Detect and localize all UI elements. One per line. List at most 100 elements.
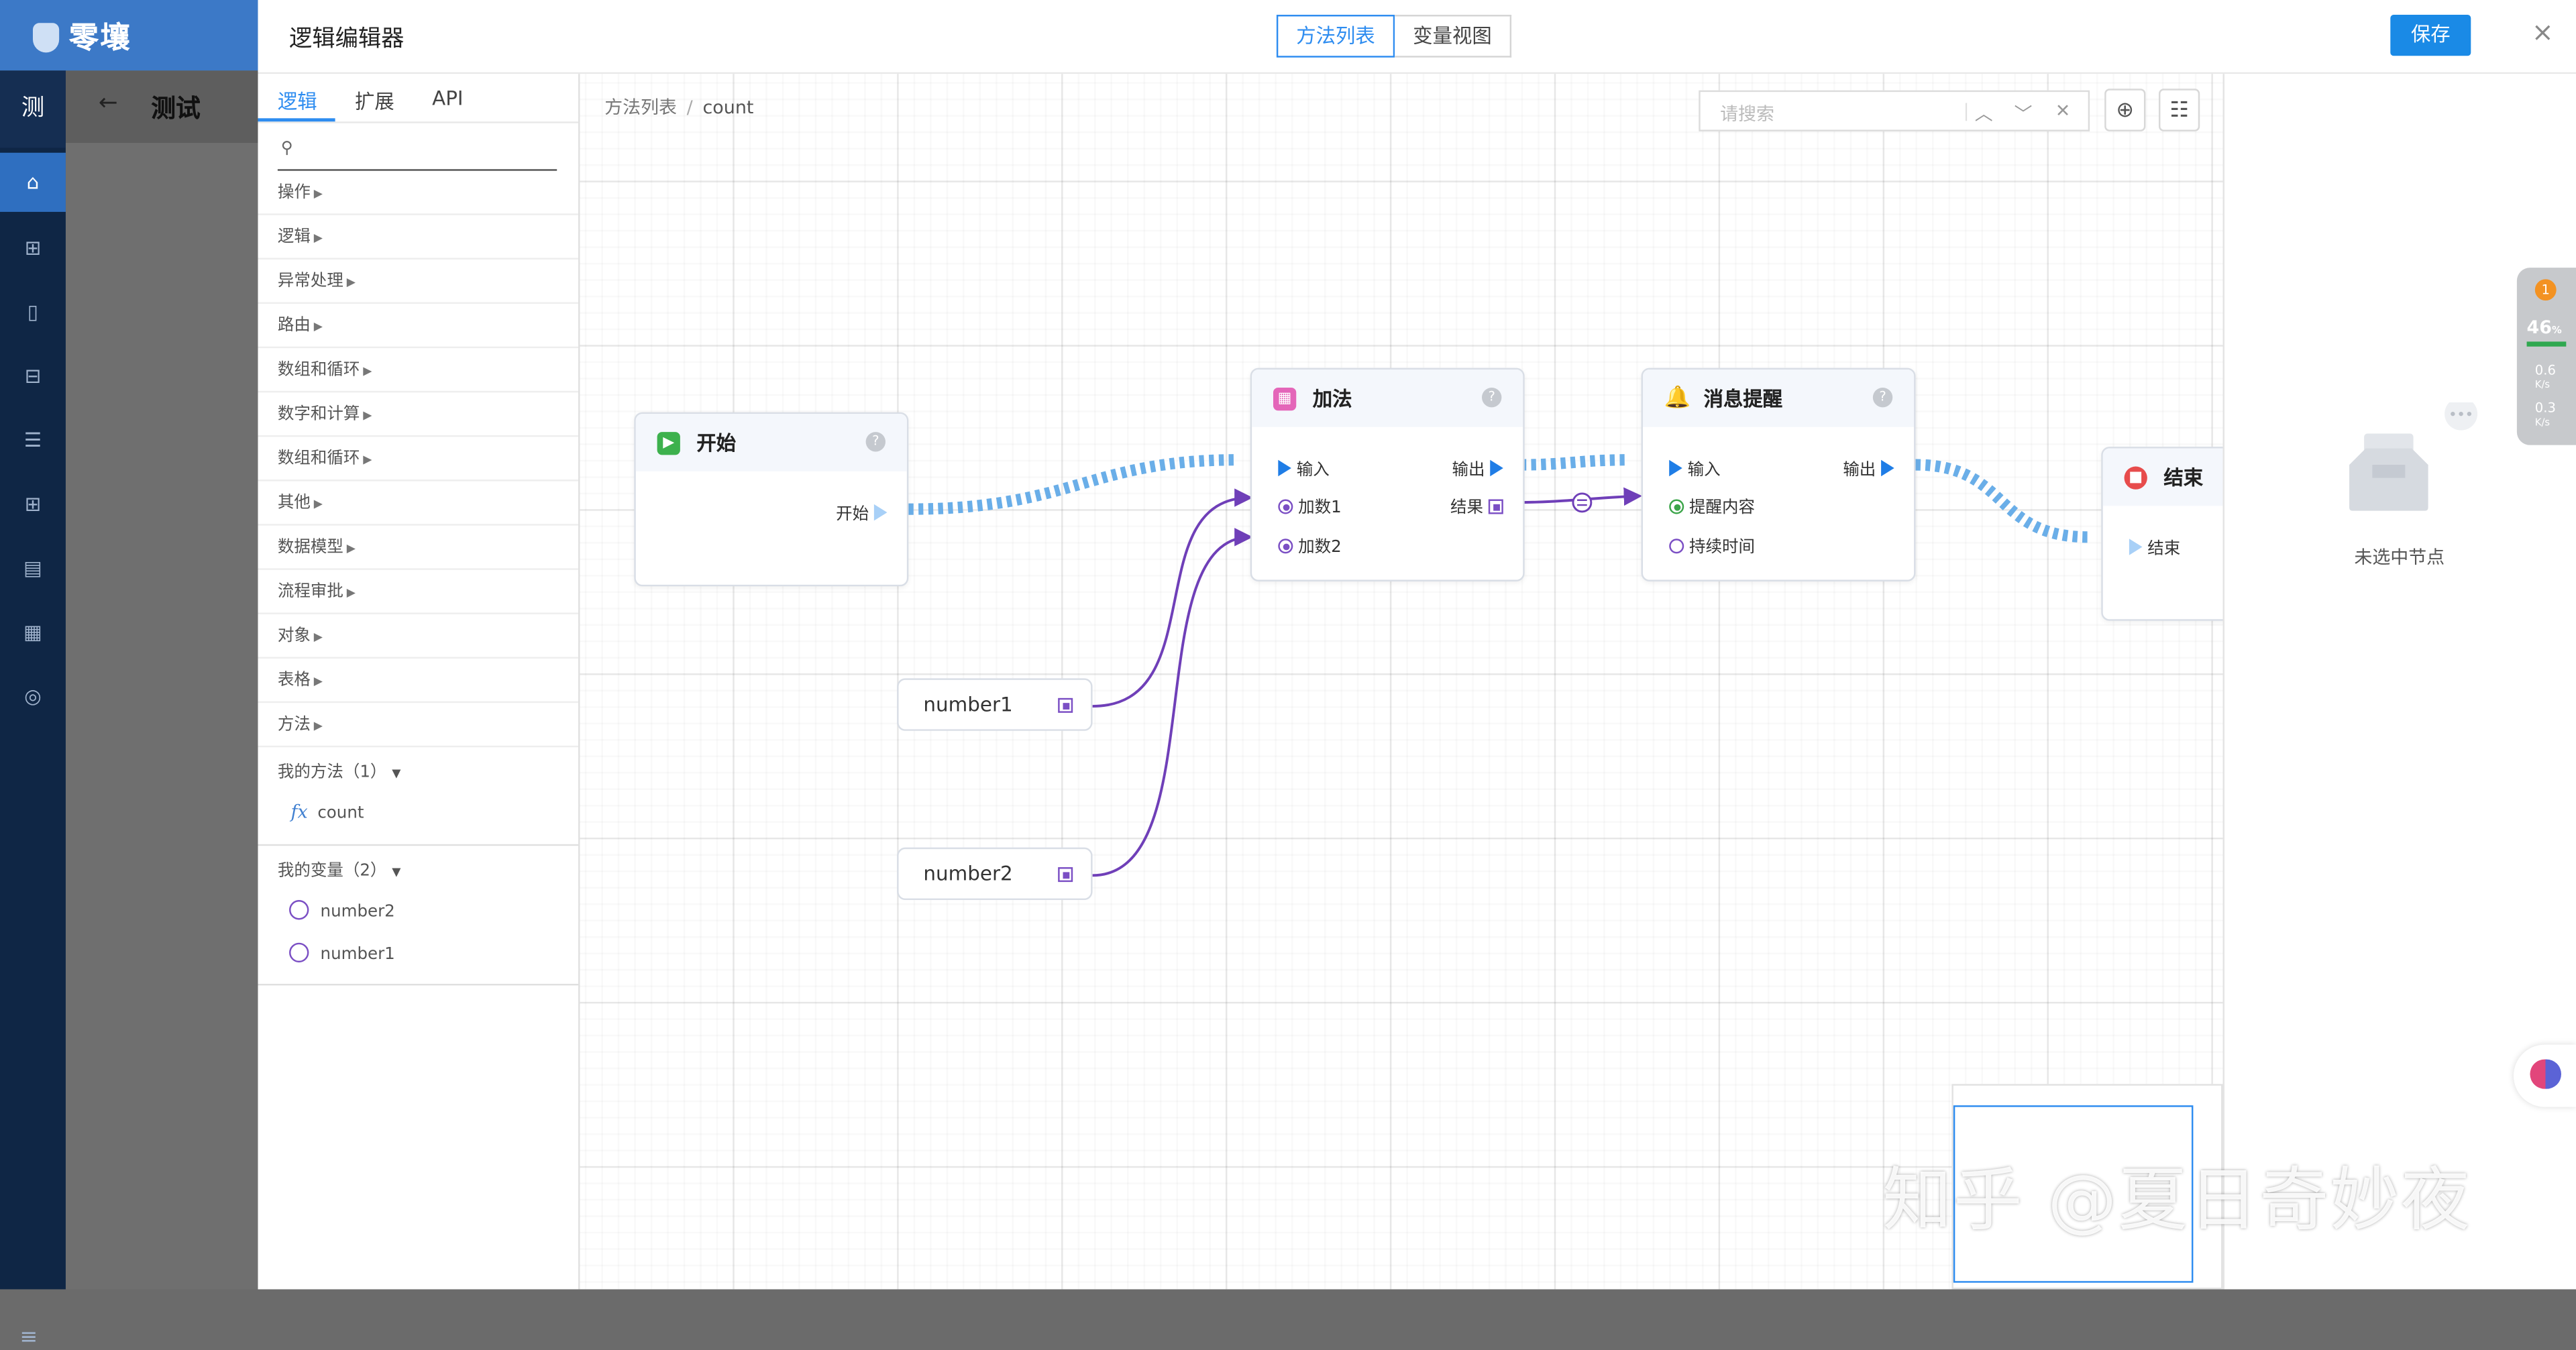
flow-link-add-notify [1521, 454, 1628, 471]
node-title: 开始 [696, 432, 737, 455]
my-variables-header[interactable]: 我的变量（2） ▼ [277, 862, 401, 881]
minimap-viewport[interactable] [1953, 1105, 2194, 1283]
connections-layer [908, 454, 2088, 877]
node-add[interactable]: ▦ 加法 ? 输入 输出 加数1 结果 加数2 [1250, 368, 1525, 581]
node-variable-number1[interactable]: number1 [897, 678, 1093, 731]
close-icon[interactable]: ✕ [2055, 100, 2071, 122]
back-arrow-icon[interactable]: ← [98, 90, 118, 117]
plus-square-icon[interactable]: ⊞ [24, 236, 42, 260]
tab-logic[interactable]: 逻辑 [277, 90, 317, 113]
assistant-button[interactable] [2513, 1044, 2576, 1107]
variable-item-number1[interactable]: number1 [289, 942, 395, 964]
node-start[interactable]: ▶ 开始 ? 开始 [634, 412, 909, 587]
form-icon[interactable]: ▦ [23, 620, 42, 644]
category-object[interactable]: 对象▶ [258, 614, 579, 659]
category-operation[interactable]: 操作▶ [258, 171, 579, 215]
category-math[interactable]: 数字和计算▶ [258, 392, 579, 437]
port-add-result[interactable]: 结果 [1450, 493, 1503, 517]
category-array-loop[interactable]: 数组和循环▶ [258, 348, 579, 393]
canvas-search-input[interactable]: 请搜索 | ︿ ﹀ ✕ [1699, 90, 2090, 131]
modal-title: 逻辑编辑器 [289, 26, 405, 53]
port-notify-in[interactable]: 输入 [1669, 455, 1721, 480]
chevron-down-icon[interactable]: ﹀ [2014, 103, 2033, 125]
node-end[interactable]: ■ 结束 结束 [2101, 447, 2223, 621]
watermark: 知乎 @夏日奇妙夜 [1882, 1159, 2472, 1240]
port-notify-content[interactable]: 提醒内容 [1669, 493, 1755, 517]
minimap[interactable] [1951, 1084, 2223, 1290]
tab-variable-view[interactable]: 变量视图 [1395, 15, 1512, 58]
caret-right-icon: ▶ [363, 408, 372, 423]
my-methods-header[interactable]: 我的方法（1） ▼ [277, 763, 401, 782]
divider [258, 844, 579, 846]
active-tab-indicator [258, 118, 335, 122]
variable-item-number2[interactable]: number2 [289, 900, 395, 921]
node-title: 消息提醒 [1703, 387, 1783, 411]
flow-canvas[interactable]: 方法列表/count 请搜索 | ︿ ﹀ ✕ ⊕ ☷ [580, 74, 2223, 1290]
save-button[interactable]: 保存 [2390, 15, 2471, 56]
category-approval[interactable]: 流程审批▶ [258, 570, 579, 614]
inbox-icon[interactable]: ⊟ [24, 364, 42, 388]
flow-out-icon [873, 504, 888, 521]
home-icon[interactable]: ⌂ [0, 152, 66, 212]
table-icon[interactable]: ▤ [23, 557, 42, 580]
caret-right-icon: ▶ [313, 320, 323, 334]
port-notify-duration[interactable]: 持续时间 [1669, 532, 1755, 557]
category-exception[interactable]: 异常处理▶ [258, 260, 579, 304]
category-method[interactable]: 方法▶ [258, 703, 579, 748]
breadcrumb: 方法列表/count [604, 97, 754, 119]
caret-right-icon: ▶ [313, 630, 323, 644]
layout-list-icon[interactable]: ☷ [2158, 89, 2200, 131]
category-array-loop-2[interactable]: 数组和循环▶ [258, 437, 579, 482]
collapse-menu-icon[interactable]: ≡ [19, 1325, 38, 1350]
category-route[interactable]: 路由▶ [258, 304, 579, 349]
divider [258, 983, 579, 986]
help-icon[interactable]: ? [1481, 387, 1502, 408]
output-square-icon [1488, 499, 1503, 514]
tab-extension[interactable]: 扩展 [354, 90, 394, 113]
port-start-out[interactable]: 开始 [836, 499, 888, 524]
list-icon[interactable]: ☰ [23, 429, 42, 452]
avatar[interactable]: 测 [0, 70, 66, 148]
caret-right-icon: ▶ [313, 675, 323, 689]
output-square-icon [1058, 697, 1073, 713]
tab-method-list[interactable]: 方法列表 [1276, 15, 1395, 58]
port-notify-out[interactable]: 输出 [1843, 455, 1894, 480]
book-icon[interactable]: ▯ [27, 300, 39, 324]
app-logo[interactable]: 零壤 [32, 15, 131, 58]
category-data-model[interactable]: 数据模型▶ [258, 526, 579, 570]
caret-right-icon: ▶ [346, 542, 356, 555]
locate-icon[interactable]: ⊕ [2104, 89, 2146, 131]
properties-panel: 未选中节点 [2222, 74, 2576, 1290]
grid-icon[interactable]: ⊞ [24, 492, 42, 516]
breadcrumb-root[interactable]: 方法列表 [604, 97, 677, 119]
node-notify[interactable]: 🔔 消息提醒 ? 输入 输出 提醒内容 持续时间 [1641, 368, 1916, 581]
output-square-icon [1058, 867, 1073, 883]
caret-right-icon: ▶ [363, 453, 372, 467]
input-radio-icon [1278, 499, 1293, 514]
caret-right-icon: ▶ [313, 498, 323, 511]
logic-editor-modal: 逻辑编辑器 方法列表 变量视图 保存 × 逻辑 扩展 API ⚲ 操作▶ 逻辑▶… [258, 0, 2576, 1290]
node-variable-number2[interactable]: number2 [897, 847, 1093, 901]
category-table[interactable]: 表格▶ [258, 659, 579, 704]
tab-api[interactable]: API [432, 87, 464, 111]
settings-icon[interactable]: ◎ [24, 685, 42, 708]
chevron-up-icon[interactable]: ︿ [1974, 103, 1993, 125]
caret-right-icon: ▶ [313, 231, 323, 245]
category-logic[interactable]: 逻辑▶ [258, 215, 579, 260]
port-add-arg2[interactable]: 加数2 [1278, 532, 1342, 557]
port-add-arg1[interactable]: 加数1 [1278, 493, 1342, 517]
port-add-in[interactable]: 输入 [1278, 455, 1330, 480]
input-radio-icon [1669, 499, 1684, 514]
help-icon[interactable]: ? [865, 432, 886, 452]
help-icon[interactable]: ? [1872, 387, 1893, 408]
port-end-in[interactable]: 结束 [2129, 534, 2180, 559]
port-add-out[interactable]: 输出 [1452, 455, 1503, 480]
component-search-input[interactable]: ⚲ [277, 133, 557, 171]
flow-in-icon [2129, 539, 2143, 555]
category-other[interactable]: 其他▶ [258, 482, 579, 526]
app-sidebar: 测 ⌂ ⊞ ▯ ⊟ ☰ ⊞ ▤ ▦ ◎ ≡ [0, 70, 66, 1350]
close-icon[interactable]: × [2531, 16, 2554, 48]
